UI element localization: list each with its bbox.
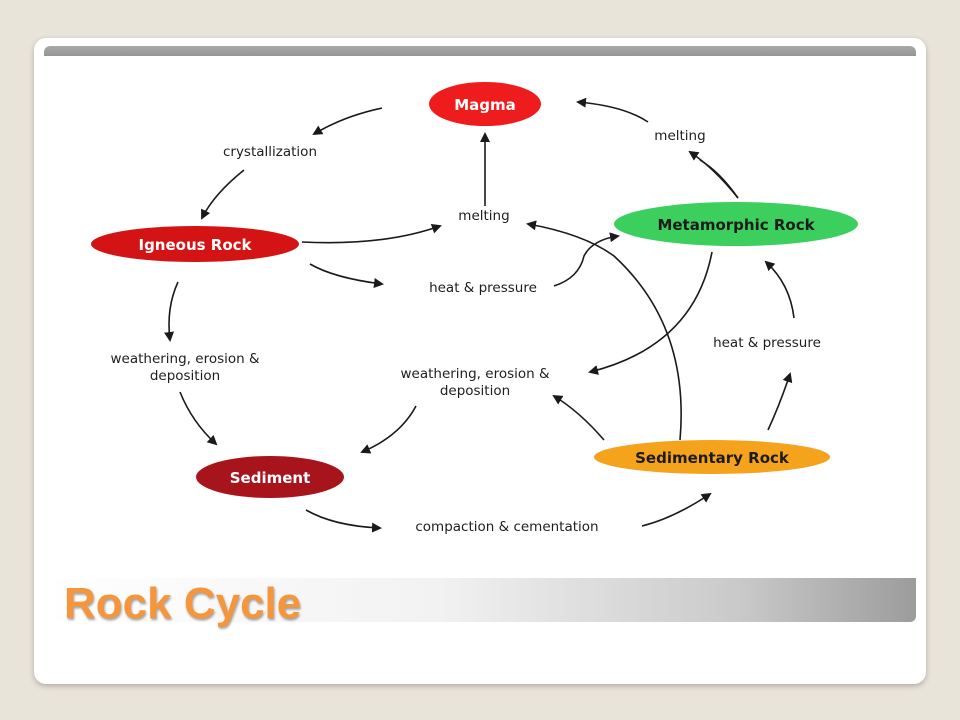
- node-igneous-rock-label: Igneous Rock: [138, 236, 252, 254]
- arrow-crystallization-to-igneous: [201, 169, 245, 220]
- arrow-metamorphic-tail-to-melting-right: [688, 150, 739, 199]
- label-melting-center: melting: [458, 208, 509, 224]
- process-labels: crystallization melting melting heat & p…: [110, 128, 820, 535]
- label-compaction: compaction & cementation: [415, 519, 598, 535]
- arrow-weathering-left-to-sediment: [179, 391, 218, 446]
- node-sedimentary-rock: Sedimentary Rock: [594, 440, 830, 474]
- label-weathering-left-line2: deposition: [150, 368, 220, 384]
- arrow-magma-to-crystallization: [312, 107, 383, 136]
- label-weathering-left-line1: weathering, erosion &: [110, 351, 259, 367]
- arrow-igneous-to-heat-pressure: [309, 263, 384, 288]
- node-magma-label: Magma: [454, 96, 516, 114]
- arrow-heat-pressure-to-metamorphic-right: [764, 260, 795, 319]
- node-sediment-label: Sediment: [230, 469, 311, 487]
- arrow-igneous-to-weathering-left: [164, 281, 179, 342]
- rock-cycle-diagram: Magma Igneous Rock Metamorphic Rock Sedi…: [44, 56, 916, 580]
- rock-cycle-svg: Magma Igneous Rock Metamorphic Rock Sedi…: [91, 82, 858, 535]
- arrow-sedimentary-to-heat-pressure: [767, 372, 793, 431]
- node-magma: Magma: [429, 82, 541, 126]
- node-igneous-rock: Igneous Rock: [91, 226, 299, 262]
- label-weathering-center-line1: weathering, erosion &: [400, 366, 549, 382]
- node-metamorphic-rock-label: Metamorphic Rock: [657, 216, 815, 234]
- arrow-sedimentary-to-weathering: [552, 394, 605, 441]
- arrow-heat-pressure-to-metamorphic: [553, 232, 620, 287]
- arrow-sediment-to-compaction: [305, 509, 382, 533]
- label-heat-pressure-right: heat & pressure: [713, 335, 821, 351]
- node-sedimentary-rock-label: Sedimentary Rock: [635, 449, 790, 467]
- slide-title: Rock Cycle: [64, 579, 302, 628]
- label-melting-right: melting: [654, 128, 705, 144]
- arrow-metamorphic-to-weathering: [588, 251, 713, 375]
- arrow-compaction-to-sedimentary: [641, 492, 712, 527]
- title-bar: [44, 578, 916, 622]
- arrow-weathering-center-to-sediment: [360, 405, 417, 454]
- arrow-igneous-to-melting: [301, 223, 442, 244]
- label-heat-pressure-center: heat & pressure: [429, 280, 537, 296]
- node-metamorphic-rock: Metamorphic Rock: [614, 202, 858, 246]
- arrows: [164, 97, 795, 533]
- arrow-melting-right-to-magma: [576, 97, 649, 123]
- label-crystallization: crystallization: [223, 144, 317, 160]
- node-sediment: Sediment: [196, 456, 344, 498]
- arrow-sedimentary-to-melting: [526, 220, 682, 441]
- label-weathering-center-line2: deposition: [440, 383, 510, 399]
